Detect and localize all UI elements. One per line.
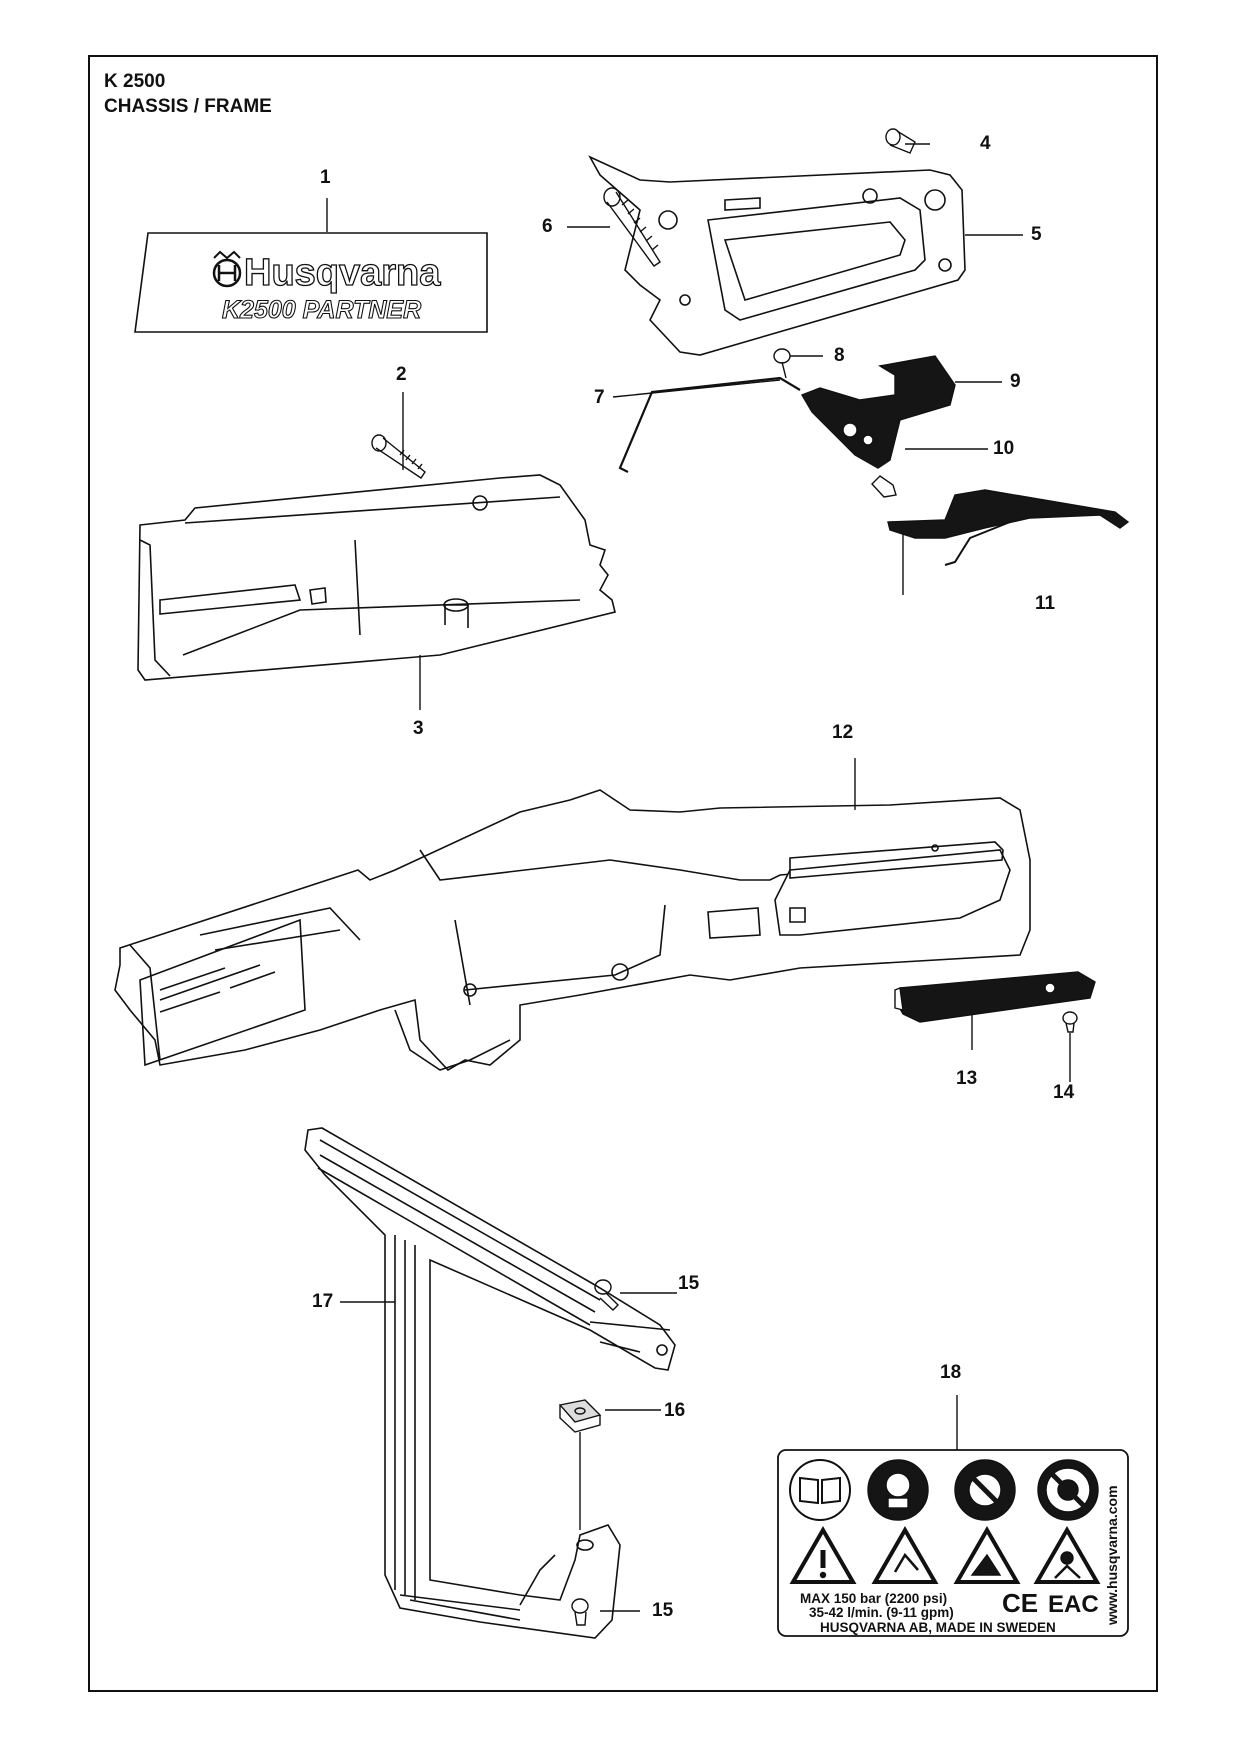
- model-title: K 2500: [104, 71, 166, 92]
- nut-part-16: [558, 1399, 602, 1530]
- screw-part-14: [1062, 1011, 1078, 1033]
- callout-10: 10: [993, 438, 1015, 459]
- callout-13: 13: [956, 1068, 978, 1089]
- plate-line-3: HUSQVARNA AB, MADE IN SWEDEN: [820, 1620, 1056, 1635]
- callout-17: 17: [312, 1291, 334, 1312]
- screw-part-2: [371, 434, 426, 479]
- callout-1: 1: [320, 167, 331, 188]
- eac-mark: EAC: [1048, 1591, 1099, 1618]
- pin-part-10: [871, 475, 897, 498]
- callout-4: 4: [980, 133, 991, 154]
- wire-part-7: [618, 376, 801, 473]
- plate-website: www.husqvarna.com: [1104, 1485, 1120, 1626]
- bracket-part-5: [588, 155, 966, 356]
- cutting-warning-icon: [953, 1525, 1021, 1584]
- callout-11: 11: [1035, 593, 1056, 614]
- plate-line-2: 35-42 l/min. (9-11 gpm): [809, 1605, 954, 1620]
- husqvarna-logo: [212, 250, 242, 288]
- frame-part-12: [114, 789, 1031, 1072]
- screw-part-15-lower: [571, 1598, 589, 1626]
- head-protection-icon: [867, 1459, 929, 1521]
- decal-brand: Husqvarna: [244, 252, 441, 294]
- screw-part-4: [885, 128, 916, 154]
- callout-7: 7: [594, 387, 605, 408]
- callout-6: 6: [542, 216, 553, 237]
- callout-15-upper: 15: [678, 1273, 700, 1294]
- callout-16: 16: [664, 1400, 686, 1421]
- screw-part-8: [773, 348, 791, 379]
- callout-18: 18: [940, 1362, 962, 1383]
- callout-5: 5: [1031, 224, 1042, 245]
- drawing-frame: [88, 55, 1158, 1692]
- callout-8: 8: [834, 345, 845, 366]
- warning-icon: [789, 1525, 857, 1584]
- strip-part-13: [894, 971, 1096, 1023]
- callout-9: 9: [1010, 371, 1021, 392]
- screw-part-6: [603, 187, 661, 267]
- decal-model: K2500 PARTNER: [222, 296, 421, 324]
- callout-15-lower: 15: [652, 1600, 674, 1621]
- callout-3: 3: [413, 718, 424, 739]
- callout-2: 2: [396, 364, 407, 385]
- housing-part-3: [137, 474, 616, 681]
- lever-part-11: [887, 489, 1130, 566]
- read-manual-icon: [789, 1459, 851, 1521]
- handle-part-17: [304, 1127, 676, 1639]
- lever-part-9: [800, 355, 956, 469]
- plate-line-1: MAX 150 bar (2200 psi): [800, 1591, 947, 1606]
- no-other-icon: [1037, 1459, 1099, 1521]
- callout-12: 12: [832, 722, 854, 743]
- label-plate-part-18: [777, 1449, 1129, 1637]
- callout-14: 14: [1053, 1082, 1075, 1103]
- screw-part-15-upper: [594, 1279, 619, 1311]
- kickback-warning-icon: [871, 1525, 939, 1584]
- no-saw-blade-icon: [954, 1459, 1016, 1521]
- section-title: CHASSIS / FRAME: [104, 96, 272, 117]
- ce-mark: CE: [1002, 1588, 1038, 1618]
- dust-warning-icon: [1033, 1525, 1101, 1584]
